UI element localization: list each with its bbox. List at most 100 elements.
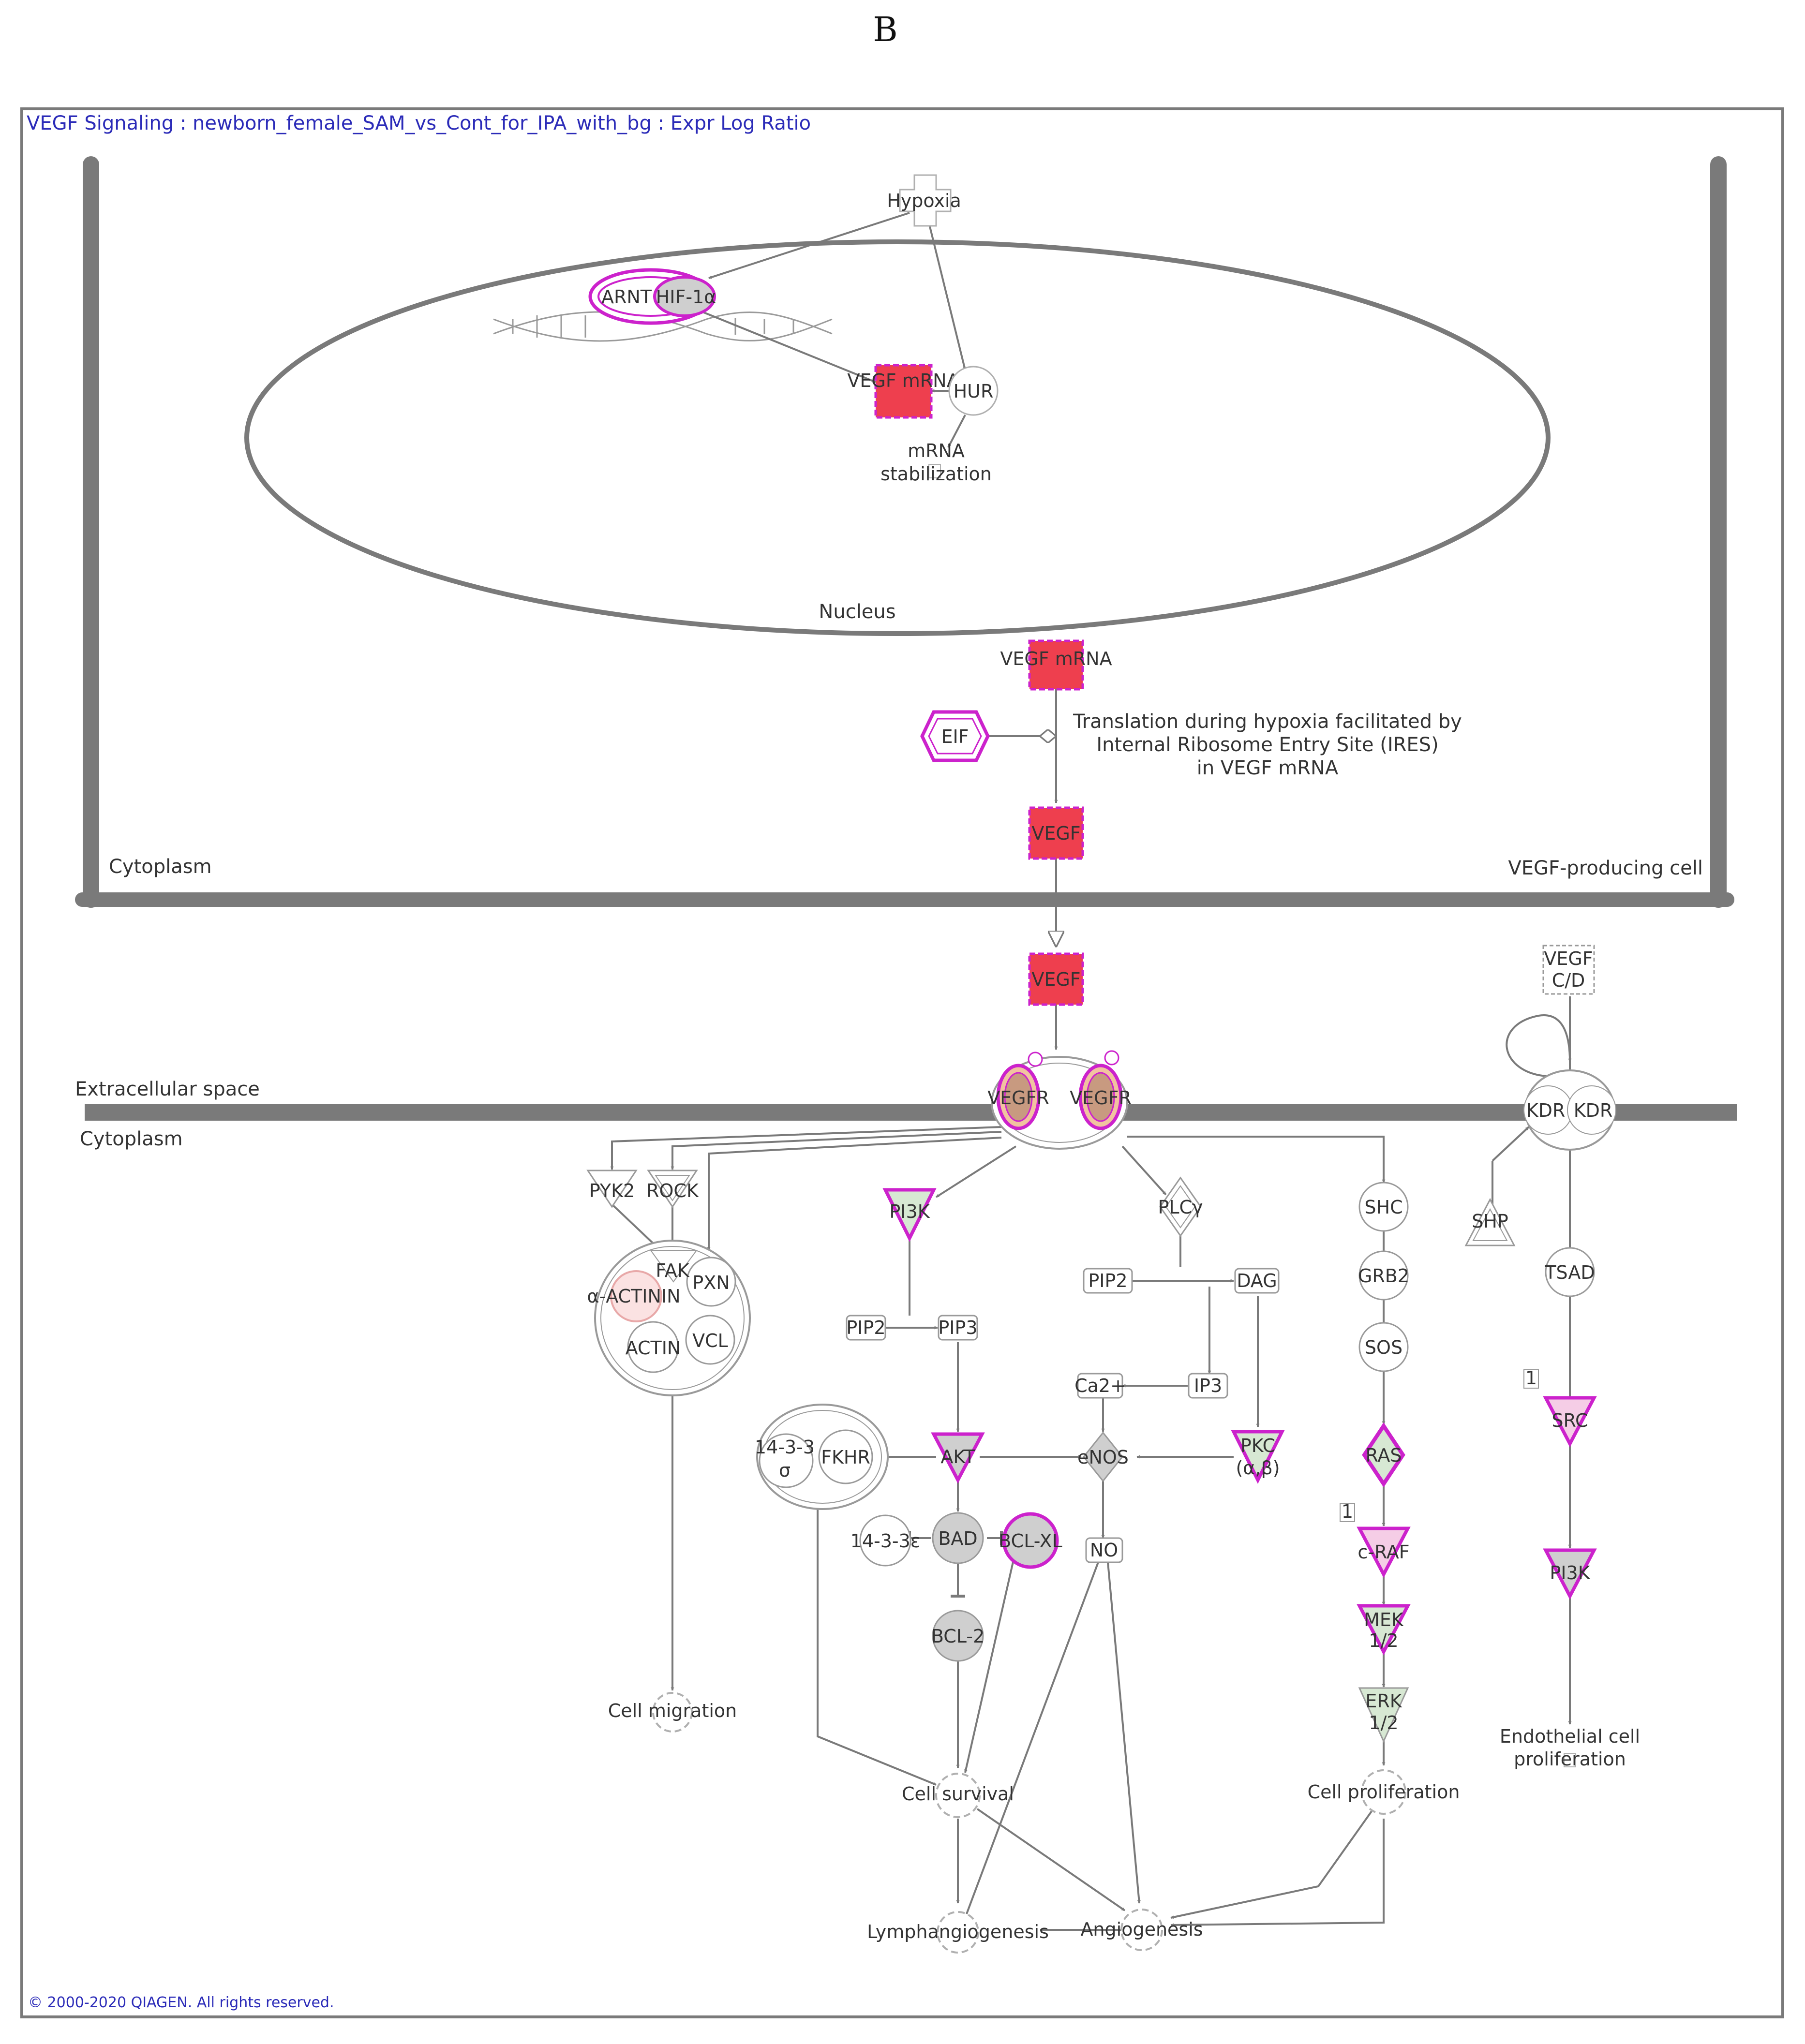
pkc-node[interactable]: PKC (α,β) xyxy=(1231,1430,1285,1484)
pi3k-node-1[interactable]: PI3K xyxy=(882,1188,937,1242)
ires-note: Translation during hypoxia facilitated b… xyxy=(1073,711,1462,779)
src-node[interactable]: SRC xyxy=(1543,1396,1597,1448)
hur-label: HUR xyxy=(954,381,994,402)
erk-node[interactable]: ERK 1/2 xyxy=(1358,1687,1409,1743)
ras-node[interactable]: RAS xyxy=(1362,1422,1405,1488)
dna-helix-icon xyxy=(493,311,833,342)
ires-note-line2: Internal Ribosome Entry Site (IRES) xyxy=(1096,734,1438,756)
ca2-node[interactable]: Ca2+ xyxy=(1074,1373,1126,1399)
vegf-mrna-nucleus-node[interactable]: VEGF mRNA xyxy=(847,364,959,419)
c-raf-label: c-RAF xyxy=(1357,1541,1409,1563)
cell-survival-label: Cell survival xyxy=(902,1783,1014,1805)
extracellular-space-label: Extracellular space xyxy=(75,1078,260,1100)
lymphangiogenesis-label: Lymphangiogenesis xyxy=(867,1921,1049,1942)
vegf-cd-line2: C/D xyxy=(1552,970,1585,991)
sos-node[interactable]: SOS xyxy=(1358,1322,1409,1372)
grb2-label: GRB2 xyxy=(1358,1265,1409,1287)
vcl-label: VCL xyxy=(692,1330,728,1351)
erk-label-1: ERK xyxy=(1365,1690,1402,1712)
eif-node[interactable]: EIF xyxy=(920,710,990,762)
vegf-cd-node[interactable]: VEGF C/D xyxy=(1542,945,1595,995)
pyk2-node[interactable]: PYK2 xyxy=(586,1170,638,1208)
eif-label: EIF xyxy=(941,726,969,747)
hif1a-label: HIF-1α xyxy=(656,286,716,308)
no-node[interactable]: NO xyxy=(1085,1537,1123,1563)
endothelial-cell-proliferation-node[interactable]: Endothelial cell proliferation xyxy=(1500,1726,1640,1770)
vegf-producing-cell-label: VEGF-producing cell xyxy=(1508,857,1703,879)
vegf-producing-cell-outline xyxy=(75,156,1734,908)
plcg-node[interactable]: PLCγ xyxy=(1158,1176,1203,1237)
14-3-3-epsilon-node[interactable]: 14-3-3ε xyxy=(850,1514,921,1567)
fkhr-label: FKHR xyxy=(821,1447,870,1468)
bcl-2-label: BCL-2 xyxy=(931,1626,985,1647)
cell-proliferation-node[interactable]: Cell proliferation xyxy=(1308,1769,1460,1815)
endothelial-label-1: Endothelial cell xyxy=(1500,1726,1640,1747)
vegfr-label-2: VEGFR xyxy=(1070,1087,1132,1109)
mek-label-2: 1/2 xyxy=(1369,1630,1398,1651)
bad-node[interactable]: BAD xyxy=(932,1512,984,1564)
pip2-node-1[interactable]: PIP2 xyxy=(846,1315,886,1341)
sos-label: SOS xyxy=(1365,1337,1402,1358)
nucleus-label: Nucleus xyxy=(819,601,895,623)
vegfr-complex[interactable]: VEGFR VEGFR xyxy=(987,1050,1132,1150)
akt-node[interactable]: AKT xyxy=(931,1432,985,1484)
nucleus-membrane xyxy=(244,239,1551,636)
cell-survival-node[interactable]: Cell survival xyxy=(902,1773,1014,1818)
mek-label-1: MEK xyxy=(1364,1609,1404,1630)
angiogenesis-node[interactable]: Angiogenesis xyxy=(1080,1909,1203,1951)
pip3-node[interactable]: PIP3 xyxy=(938,1315,978,1341)
ires-note-line1: Translation during hypoxia facilitated b… xyxy=(1073,711,1462,733)
shp-node[interactable]: SHP xyxy=(1464,1198,1516,1246)
pxn-label: PXN xyxy=(692,1272,730,1293)
pyk2-label: PYK2 xyxy=(589,1180,635,1201)
pkc-label-2: (α,β) xyxy=(1236,1457,1280,1479)
bcl-2-node[interactable]: BCL-2 xyxy=(931,1610,985,1662)
kdr-complex[interactable]: KDR KDR xyxy=(1523,1069,1616,1151)
diagram-title[interactable]: VEGF Signaling : newborn_female_SAM_vs_C… xyxy=(27,112,811,134)
ires-note-line3: in VEGF mRNA xyxy=(1197,757,1339,779)
enos-node[interactable]: eNOS xyxy=(1077,1431,1129,1482)
tsad-label: TSAD xyxy=(1544,1262,1595,1283)
focal-adhesion-complex[interactable]: FAK α-ACTININ PXN ACTIN VCL xyxy=(587,1240,751,1396)
bcl-xl-node[interactable]: BCL-XL xyxy=(999,1512,1062,1569)
pip2-label-2: PIP2 xyxy=(1088,1270,1127,1291)
vegf-mrna-label-line1: VEGF mRNA xyxy=(847,370,959,391)
c-raf-node[interactable]: c-RAF xyxy=(1357,1526,1411,1578)
dag-node[interactable]: DAG xyxy=(1234,1268,1280,1294)
tsad-node[interactable]: TSAD xyxy=(1544,1247,1595,1297)
pi3k-label-1: PI3K xyxy=(889,1201,930,1222)
diagram-frame xyxy=(20,107,1784,2018)
angiogenesis-label: Angiogenesis xyxy=(1080,1919,1203,1940)
mek-node[interactable]: MEK 1/2 xyxy=(1357,1604,1411,1656)
lymphangiogenesis-node[interactable]: Lymphangiogenesis xyxy=(867,1911,1049,1954)
ras-label: RAS xyxy=(1366,1445,1402,1466)
dag-label: DAG xyxy=(1237,1270,1277,1291)
hypoxia-node[interactable]: Hypoxia xyxy=(887,174,961,227)
endothelial-label-2: proliferation xyxy=(1514,1748,1626,1770)
hur-node[interactable]: HUR xyxy=(948,366,999,416)
vegf-mrna-cytoplasm-node[interactable]: VEGF mRNA xyxy=(1000,639,1112,691)
arnt-label: ARNT xyxy=(601,286,652,308)
panel-label: B xyxy=(873,10,897,49)
cell-migration-label: Cell migration xyxy=(608,1700,737,1721)
pi3k-node-2[interactable]: PI3K xyxy=(1543,1548,1597,1600)
grb2-node[interactable]: GRB2 xyxy=(1358,1250,1409,1301)
rock-node[interactable]: ROCK xyxy=(646,1170,699,1208)
ca2-label: Ca2+ xyxy=(1074,1375,1126,1396)
cytoplasm-upper-label: Cytoplasm xyxy=(109,856,212,878)
ip3-node[interactable]: IP3 xyxy=(1188,1373,1228,1399)
mrna-stabilization-node[interactable]: mRNA stabilization xyxy=(880,440,992,485)
pip2-label-1: PIP2 xyxy=(846,1317,885,1338)
ip3-label: IP3 xyxy=(1194,1375,1222,1396)
cell-migration-node[interactable]: Cell migration xyxy=(608,1692,737,1733)
14-3-3-sigma-fkhr-complex[interactable]: 14-3-3 σ FKHR xyxy=(755,1404,889,1510)
shc-node[interactable]: SHC xyxy=(1358,1182,1409,1232)
arnt-hif1a-complex[interactable]: ARNT HIF-1α xyxy=(588,268,716,325)
pip2-node-2[interactable]: PIP2 xyxy=(1083,1268,1133,1294)
vegf-extracellular-label: VEGF xyxy=(1031,969,1080,990)
badge-2: 1 xyxy=(1340,1501,1355,1522)
shp-label: SHP xyxy=(1472,1211,1508,1232)
vegf-extracellular-node[interactable]: VEGF xyxy=(1028,952,1084,1006)
vegf-cytoplasm-node[interactable]: VEGF xyxy=(1028,806,1084,860)
